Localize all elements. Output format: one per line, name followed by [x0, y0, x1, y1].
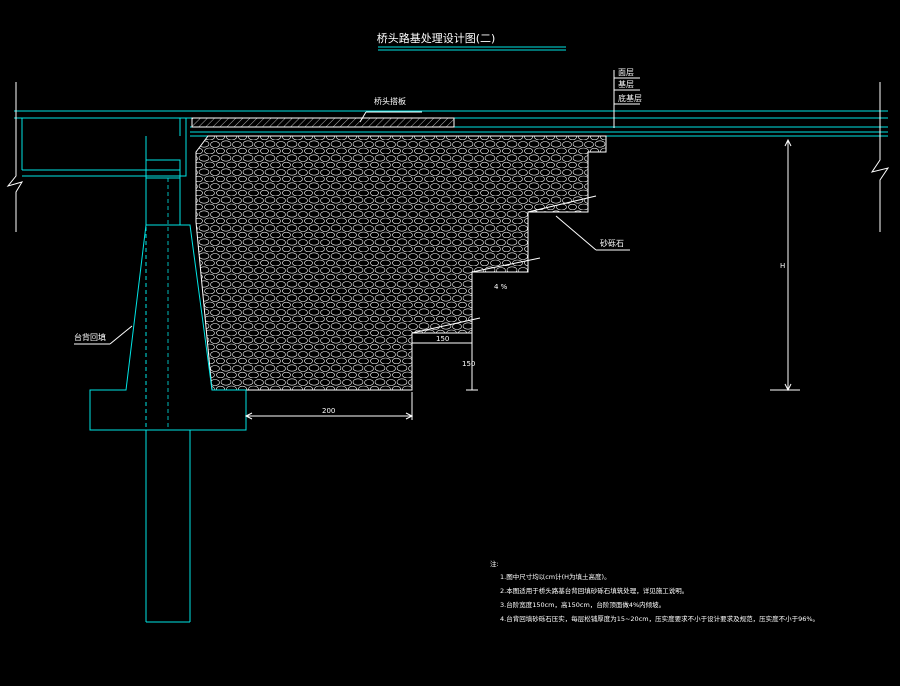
- note-item-1: 1.图中尺寸均以cm计(H为填土高度)。: [500, 572, 611, 581]
- gravel-backfill: [195, 135, 607, 391]
- bridge-deck: [21, 118, 181, 177]
- pavement-layer-labels: 面层 基层 底基层: [613, 68, 642, 128]
- layer-label-subbase: 底基层: [618, 93, 642, 103]
- note-item-4: 4.台背回填砂砾石压实，每层松铺厚度为15~20cm，压实度要求不小于设计要求及…: [500, 614, 819, 623]
- dimension-step-width: [411, 338, 472, 348]
- abutment-back-label: 台背回填: [74, 332, 106, 342]
- slope-label: 4 %: [494, 283, 508, 291]
- leader-backfill: [555, 215, 597, 251]
- dimension-fill-height: [770, 138, 800, 392]
- step-benches: [411, 136, 607, 390]
- fill-height-dim: H: [780, 262, 785, 270]
- layer-label-base: 基层: [618, 79, 634, 89]
- approach-slab-label: 桥头搭板: [374, 96, 406, 106]
- approach-slab: [191, 117, 455, 128]
- backfill-label: 砂砾石: [600, 238, 624, 248]
- step-width-dim: 150: [436, 335, 449, 343]
- break-line-right: [870, 82, 890, 232]
- notes-heading: 注:: [490, 559, 499, 568]
- note-item-2: 2.本图适用于桥头路基台背回填砂砾石填筑处理，详见施工说明。: [500, 586, 688, 595]
- dimension-step-height: [466, 333, 478, 391]
- break-line-left: [6, 82, 24, 232]
- leader-slab-arrow: [359, 111, 367, 123]
- leader-abutment: [109, 325, 133, 345]
- drawing-title: 桥头路基处理设计图(二): [377, 32, 496, 45]
- notes-block: 注: 1.图中尺寸均以cm计(H为填土高度)。 2.本图适用于桥头路基台背回填砂…: [490, 559, 819, 623]
- note-item-3: 3.台阶宽度150cm，高150cm，台阶顶面做4%内倾坡。: [500, 600, 665, 609]
- base-length-dim: 200: [322, 407, 335, 415]
- abutment: [89, 136, 247, 623]
- layer-label-surface: 面层: [618, 68, 634, 77]
- step-height-dim: 150: [462, 360, 475, 368]
- dimension-base-length: [244, 392, 414, 420]
